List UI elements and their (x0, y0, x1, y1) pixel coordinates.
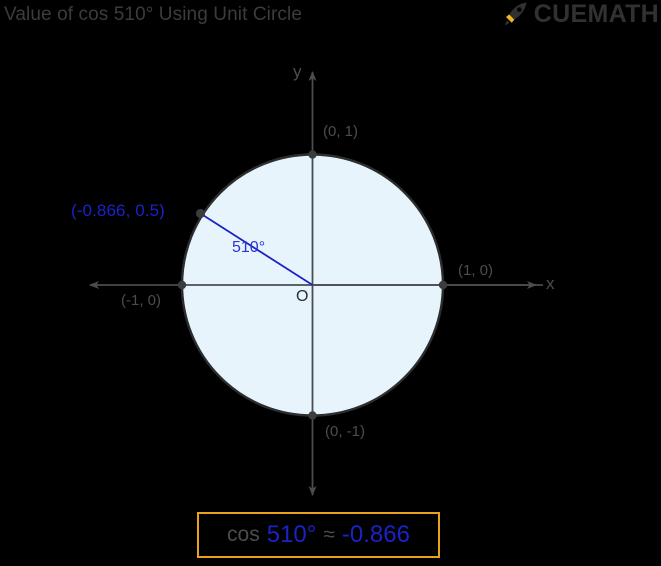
point-marker-top (308, 150, 317, 159)
point-marker-bottom (308, 411, 317, 420)
coordinate-label-top: (0, 1) (323, 123, 359, 140)
point-marker-terminal (195, 208, 206, 219)
brand-logo: CUEMATH (502, 1, 659, 27)
page-title: Value of cos 510° Using Unit Circle (4, 4, 302, 25)
x-axis-label: x (546, 274, 555, 293)
coordinate-label-left: (-1, 0) (121, 292, 162, 309)
y-axis-label: y (293, 62, 302, 81)
page-header: Value of cos 510° Using Unit Circle CUEM… (0, 0, 661, 34)
coordinate-label-right: (1, 0) (458, 262, 494, 279)
coordinate-label-bottom: (0, -1) (325, 423, 366, 440)
answer-value: -0.866 (341, 521, 410, 548)
answer-angle: 510° (266, 521, 317, 548)
unit-circle-svg (89, 71, 543, 496)
unit-circle-diagram: x y O (0, 1) (1, 0) (0, -1) (-1, 0) (-0.… (0, 34, 661, 504)
terminal-point-label: (-0.866, 0.5) (71, 201, 165, 220)
brand-name: CUEMATH (533, 0, 659, 28)
terminal-radius-line (200, 212, 313, 286)
answer-function: cos (227, 523, 260, 546)
point-marker-right (438, 280, 448, 290)
answer-box: cos 510° ≈ -0.866 (197, 512, 440, 558)
angle-label: 510° (232, 239, 266, 256)
answer-operator: ≈ (323, 523, 335, 546)
origin-label: O (296, 288, 309, 305)
rocket-icon (502, 1, 528, 27)
point-marker-left (177, 280, 187, 290)
